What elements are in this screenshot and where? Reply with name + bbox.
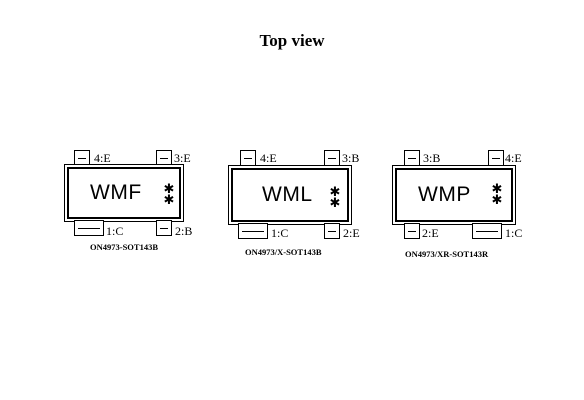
page-title: Top view [259,31,325,50]
date-code-stars: ✱✱ [163,182,175,208]
pin-label-bottom-right: 2:E [343,226,360,240]
pin-1-pad [74,220,104,236]
pin-label-bottom-left: 1:C [106,224,124,238]
pin-label-top-left: 3:B [423,151,441,165]
package-body-inner [395,168,513,222]
device-marking: WML [262,183,313,206]
pin-2-pad [404,223,420,239]
package-name: ON4973/XR-SOT143R [405,249,489,259]
pin-label-top-left: 4:E [260,151,277,165]
pin-4-pad [488,150,504,166]
package-body-inner [231,168,349,222]
package-2: 4:E 3:B WML ✱✱ 1:C 2:E ON4973/X-SOT143B [228,148,373,258]
pin-label-top-right: 3:B [342,151,360,165]
pin-2-pad [156,220,172,236]
package-body-inner [67,167,181,219]
pin-label-bottom-left: 1:C [271,226,289,240]
pin-label-bottom-right: 2:B [175,224,193,238]
pin-3-pad [404,150,420,166]
pin-label-bottom-left: 2:E [422,226,439,240]
pin-label-top-right: 4:E [505,151,522,165]
package-name: ON4973/X-SOT143B [245,247,322,257]
pin-label-top-right: 3:E [174,151,191,165]
device-marking: WMP [418,183,471,206]
pin-label-top-left: 4:E [94,151,111,165]
pin-4-pad [240,150,256,166]
pin-3-pad [324,150,340,166]
date-code-stars: ✱✱ [329,185,341,211]
pin-2-pad [324,223,340,239]
pin-1-pad [238,223,268,239]
pin-label-bottom-right: 1:C [505,226,523,240]
package-1: 4:E 3:E WMF ✱✱ 1:C 2:B ON4973-SOT143B [64,148,204,252]
pin-1-pad [472,223,502,239]
device-marking: WMF [90,181,142,204]
package-3: 3:B 4:E WMP ✱✱ 2:E 1:C ON4973/XR-SOT143R [392,148,537,259]
package-name: ON4973-SOT143B [90,242,159,252]
date-code-stars: ✱✱ [491,182,503,208]
